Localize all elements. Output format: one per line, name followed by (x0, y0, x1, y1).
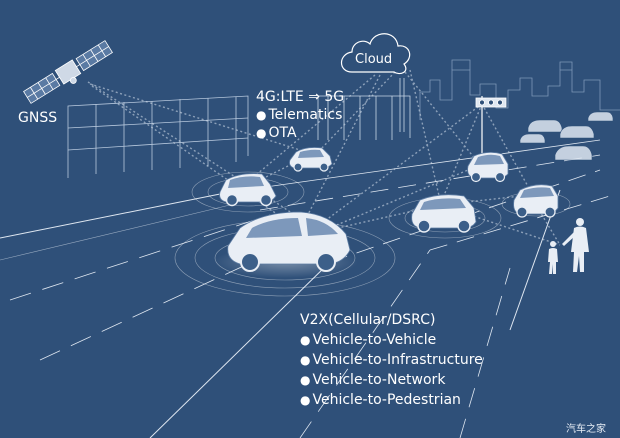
network-item-ota: OTA (256, 124, 344, 142)
v2x-item-network: Vehicle-to-Network (300, 370, 483, 390)
distant-cars (519, 111, 614, 161)
v2x-item-infrastructure: Vehicle-to-Infrastructure (300, 350, 482, 370)
traffic-light-icon (475, 96, 507, 160)
car-icon-right (513, 184, 559, 218)
car-icon-upper-right (467, 152, 509, 183)
car-icon-center (411, 194, 477, 233)
network-label-group: 4G:LTE ⇒ 5G Telematics OTA (256, 88, 344, 142)
building-wall (67, 95, 249, 178)
v2x-item-pedestrian: Vehicle-to-Pedestrian (300, 390, 483, 410)
gnss-label: GNSS (18, 110, 58, 126)
pedestrian-icon (548, 218, 589, 274)
satellite-icon (23, 40, 113, 104)
network-title: 4G:LTE ⇒ 5G (256, 89, 345, 105)
car-icon-main (214, 211, 358, 278)
car-icon-left (219, 173, 277, 207)
city-skyline (419, 59, 620, 120)
cloud-label: Cloud (355, 52, 393, 67)
car-icon-mid (289, 147, 333, 172)
watermark: 汽车之家 (566, 424, 606, 435)
v2x-title: V2X(Cellular/DSRC) (300, 312, 436, 328)
cloud-icon (340, 33, 411, 75)
network-item-telematics: Telematics (256, 106, 344, 124)
v2x-label-group: V2X(Cellular/DSRC) Vehicle-to-Vehicle Ve… (300, 310, 483, 410)
v2x-item-vehicle: Vehicle-to-Vehicle (300, 330, 483, 350)
